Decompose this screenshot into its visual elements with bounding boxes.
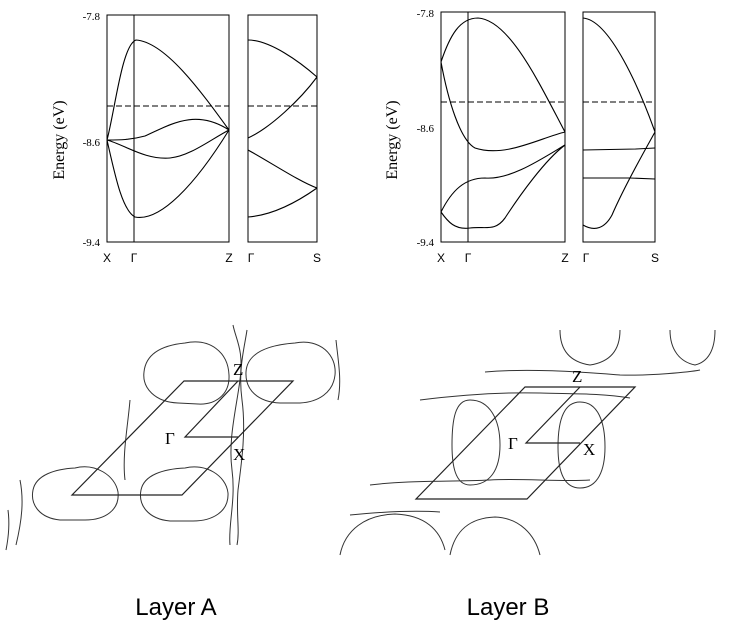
- bz-label-z: Z: [233, 360, 243, 379]
- band-curve: [106, 39, 230, 141]
- band-curve: [582, 17, 656, 133]
- k-label-s: S: [651, 251, 659, 265]
- y-tick: -7.8: [417, 8, 435, 20]
- k-label-gamma: Γ: [248, 251, 255, 265]
- caption-layer-b: Layer B: [467, 594, 550, 621]
- band-frame-b-right: [582, 11, 656, 243]
- fs-open-sheet: [229, 324, 242, 546]
- k-label-gamma: Γ: [131, 251, 138, 265]
- band-curve: [106, 129, 230, 159]
- k-label-z: Z: [225, 251, 232, 265]
- fs-arc: [339, 513, 446, 556]
- band-curve: [247, 39, 318, 78]
- y-axis-label: Energy (eV): [51, 100, 68, 179]
- caption-layer-a: Layer A: [135, 594, 216, 621]
- fs-open-sheet: [369, 478, 591, 486]
- fs-pocket: [139, 466, 229, 522]
- band-structure-layer-b: -7.8 -8.6 -9.4 Energy (eV) X Γ Z Γ S: [384, 8, 659, 265]
- k-label-x: X: [437, 251, 445, 265]
- y-tick: -9.4: [83, 237, 101, 249]
- y-tick: -8.6: [417, 123, 435, 135]
- y-tick: -8.6: [83, 137, 101, 149]
- band-frame-b-left: [440, 11, 566, 243]
- fs-open-sheet: [123, 399, 131, 481]
- fs-pocket: [557, 401, 606, 489]
- band-curve: [247, 149, 318, 189]
- band-structure-layer-a: -7.8 -8.6 -9.4 Energy (eV) X Γ Z Γ S: [51, 11, 321, 265]
- fs-arc: [669, 329, 716, 366]
- band-curve: [583, 177, 656, 180]
- band-curve: [440, 144, 566, 229]
- band-curve: [106, 129, 230, 218]
- fs-open-sheet: [419, 392, 631, 401]
- fs-open-sheet: [5, 509, 10, 551]
- fermi-surface-layer-a: Z Γ X: [5, 324, 341, 551]
- unit-cell-a: [70, 380, 295, 496]
- band-curve: [247, 76, 318, 139]
- band-curve: [582, 131, 656, 229]
- band-curve: [247, 187, 318, 218]
- fs-pocket: [143, 341, 230, 405]
- bz-label-gamma: Γ: [165, 429, 175, 448]
- fs-pocket: [31, 466, 119, 521]
- band-curve: [440, 61, 566, 152]
- fs-open-sheet: [484, 369, 701, 376]
- fs-open-sheet: [349, 510, 441, 516]
- k-label-gamma: Γ: [465, 251, 472, 265]
- fermi-surface-layer-b: Z Γ X: [339, 329, 716, 556]
- band-curve: [106, 118, 230, 141]
- fs-pocket: [245, 341, 336, 404]
- y-axis-label: Energy (eV): [384, 100, 401, 179]
- irreducible-wedge-b: [524, 386, 581, 444]
- band-curve: [440, 144, 566, 213]
- fs-open-sheet: [15, 479, 23, 546]
- band-curve: [440, 17, 566, 133]
- band-frame-a-right: [247, 14, 318, 243]
- irreducible-wedge-a: [183, 380, 239, 438]
- y-tick: -7.8: [83, 11, 101, 23]
- bz-label-x: X: [583, 440, 595, 459]
- y-tick: -9.4: [417, 237, 435, 249]
- band-frame-a-left: [106, 14, 230, 243]
- bz-label-x: X: [233, 445, 245, 464]
- fs-open-sheet: [236, 329, 248, 546]
- unit-cell-b: [414, 386, 637, 500]
- fs-pocket: [451, 399, 501, 486]
- k-label-x: X: [103, 251, 111, 265]
- bz-label-z: Z: [572, 367, 582, 386]
- band-curve: [582, 147, 656, 151]
- bz-label-gamma: Γ: [508, 434, 518, 453]
- fs-arc: [449, 516, 541, 556]
- fs-open-sheet: [335, 339, 341, 401]
- k-label-s: S: [313, 251, 321, 265]
- k-label-gamma: Γ: [583, 251, 590, 265]
- fs-arc: [559, 329, 621, 366]
- k-label-z: Z: [561, 251, 568, 265]
